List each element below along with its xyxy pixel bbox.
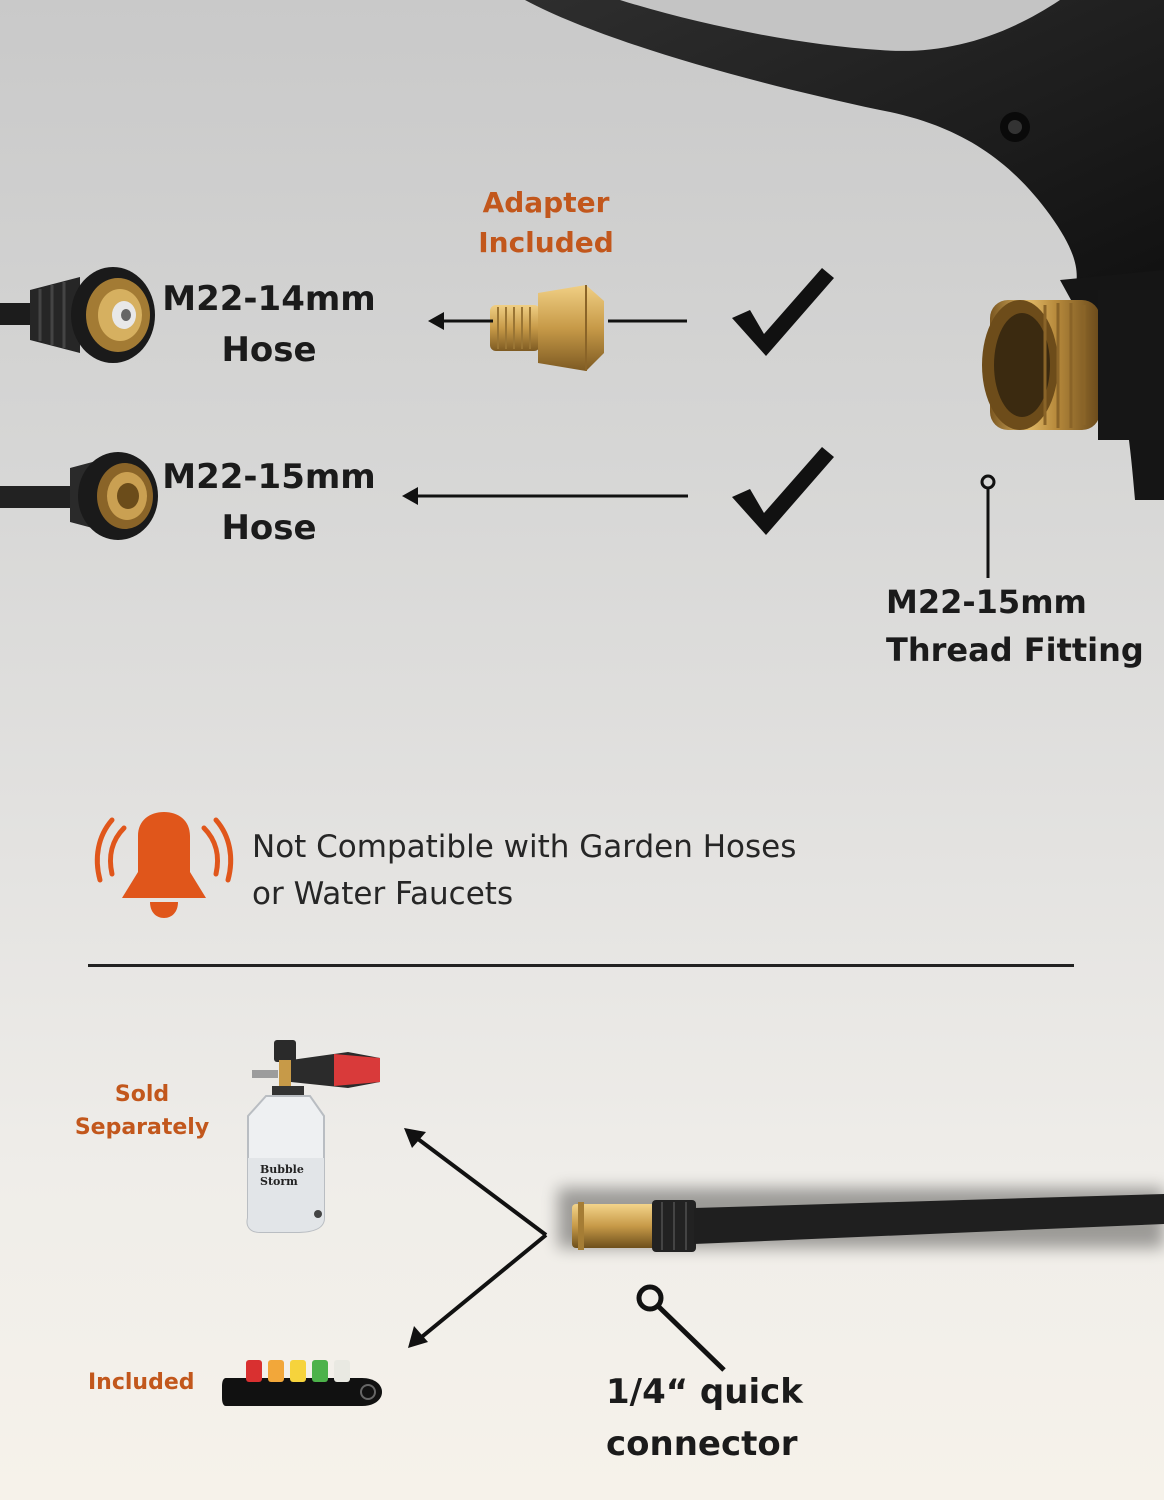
warning-text: Not Compatible with Garden Hoses or Wate… (252, 824, 872, 918)
foam-cannon-photo: Bubble Storm (246, 1038, 384, 1234)
thread-fitting-pointer (980, 474, 996, 578)
sold-separately-line1: Sold (114, 1082, 170, 1107)
m22-14mm-hose-photo (0, 267, 155, 363)
hose-15mm-label-line1: M22-15mm (162, 457, 376, 497)
quick-connector-line1: 1/4“ quick (606, 1372, 803, 1412)
quick-connector-photo (558, 1188, 1164, 1252)
adapter-label: Adapter Included (436, 183, 656, 263)
bottle-label-line2: Storm (260, 1175, 298, 1188)
warning-line1: Not Compatible with Garden Hoses (252, 829, 797, 865)
nozzles-included-label: Included (88, 1368, 208, 1398)
thread-fitting-label: M22-15mm Thread Fitting (886, 578, 1161, 674)
check-icon (732, 268, 834, 356)
nozzles-included-text: Included (88, 1370, 195, 1395)
spray-gun-handle (525, 0, 1164, 500)
hose-14mm-label-line2: Hose (221, 330, 317, 370)
hose-15mm-arrow (402, 487, 688, 505)
thread-fitting-line1: M22-15mm (886, 583, 1087, 621)
bottle-label-line1: Bubble (260, 1163, 304, 1176)
hose-15mm-label: M22-15mm Hose (150, 452, 388, 554)
thread-fitting-photo (982, 290, 1164, 440)
adapter-label-line1: Adapter (482, 186, 610, 219)
bottle-label: Bubble Storm (260, 1164, 316, 1188)
quick-connector-line2: connector (606, 1424, 798, 1464)
adapter-photo (490, 285, 604, 371)
connector-arrows (404, 1128, 548, 1348)
section-divider (88, 964, 1074, 967)
quick-connector-label: 1/4“ quick connector (606, 1366, 846, 1470)
sold-separately-line2: Separately (74, 1115, 210, 1140)
hose-14mm-label-line1: M22-14mm (162, 279, 376, 319)
nozzle-tips-photo (222, 1360, 382, 1406)
adapter-label-line2: Included (478, 226, 614, 259)
bell-icon (94, 812, 234, 918)
sold-separately-label: Sold Separately (68, 1078, 216, 1144)
warning-line2: or Water Faucets (252, 876, 514, 912)
thread-fitting-line2: Thread Fitting (886, 631, 1144, 669)
hose-14mm-label: M22-14mm Hose (150, 274, 388, 376)
adapter-arrow (428, 312, 687, 330)
check-icon (732, 447, 834, 535)
hose-15mm-label-line2: Hose (221, 508, 317, 548)
m22-15mm-hose-photo (0, 452, 158, 540)
quick-connector-pointer (636, 1284, 726, 1372)
